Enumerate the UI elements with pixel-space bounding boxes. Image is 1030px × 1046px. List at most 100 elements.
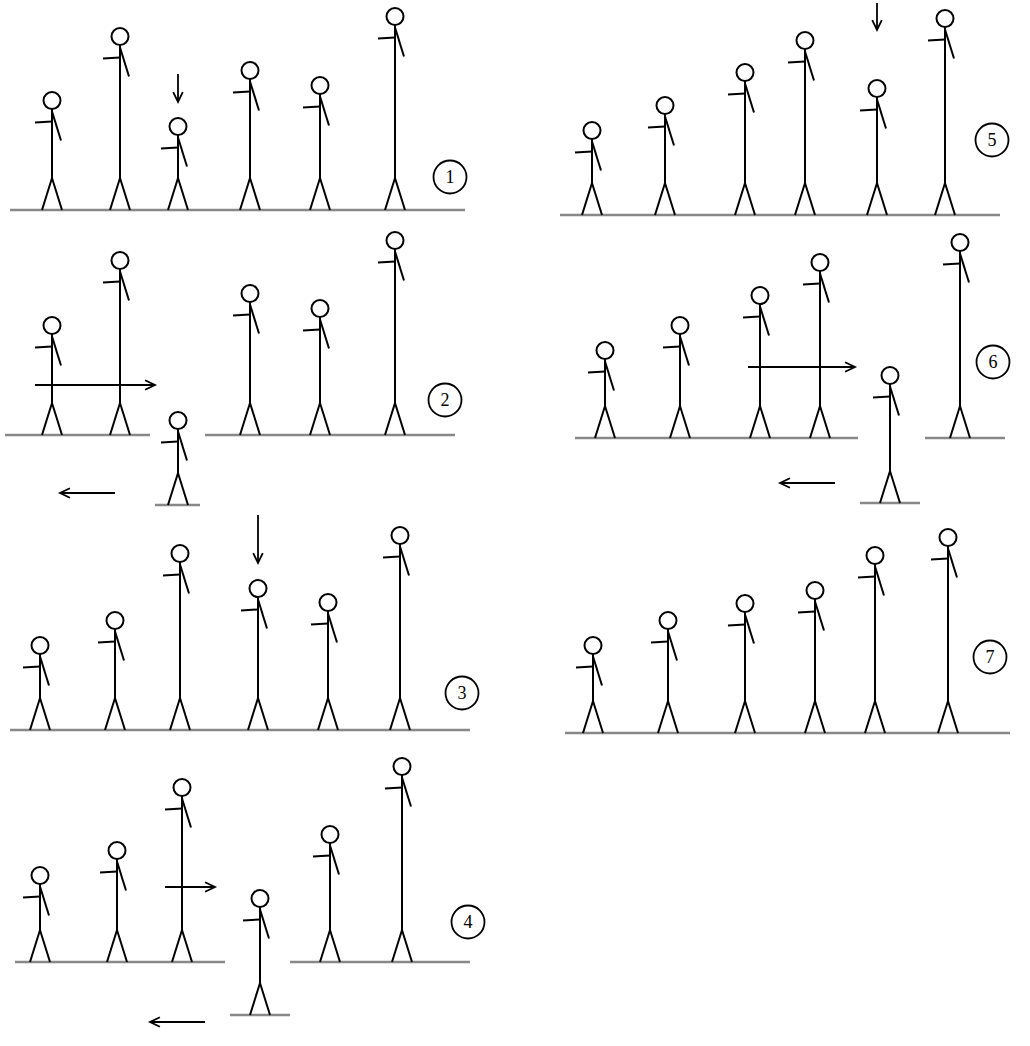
arm (593, 657, 602, 686)
arm (945, 30, 954, 59)
arm (115, 632, 124, 661)
body (664, 114, 666, 183)
legs (938, 701, 958, 733)
body (259, 907, 261, 983)
arm (931, 559, 948, 560)
ground-line (860, 502, 920, 505)
head (585, 637, 602, 654)
arm (378, 262, 395, 263)
arm (402, 778, 411, 807)
head (320, 594, 337, 611)
legs (595, 406, 615, 438)
arm (100, 872, 117, 873)
arm (23, 667, 40, 668)
legs (582, 183, 602, 215)
legs (172, 930, 192, 962)
legs (248, 698, 268, 730)
legs (385, 178, 405, 210)
head (107, 612, 124, 629)
body (181, 796, 183, 930)
legs (810, 406, 830, 438)
arm (233, 92, 250, 93)
step-number: 6 (989, 352, 998, 373)
step-number: 7 (986, 647, 995, 668)
head (387, 232, 404, 249)
head (322, 826, 339, 843)
stick-figure (98, 612, 125, 730)
stick-figures (23, 8, 970, 1015)
arm (400, 547, 409, 576)
head (32, 637, 49, 654)
body (959, 251, 961, 406)
body (249, 302, 251, 403)
move-arrow (748, 362, 855, 372)
stick-figure (303, 77, 330, 210)
head (112, 28, 129, 45)
body (119, 269, 121, 403)
arm (877, 100, 886, 129)
arm (161, 148, 178, 149)
ground-line (10, 209, 465, 212)
stick-figure (743, 287, 770, 438)
arm (328, 614, 337, 643)
stick-figure (663, 317, 690, 438)
legs (583, 701, 603, 733)
stick-figure (576, 637, 603, 733)
legs (735, 701, 755, 733)
move-arrow (165, 882, 215, 892)
legs (750, 406, 770, 438)
head (737, 64, 754, 81)
step-number-holder: 4 (450, 904, 486, 940)
head (812, 254, 829, 271)
head (660, 612, 677, 629)
arm (858, 577, 875, 578)
ground-line (10, 729, 470, 732)
stick-figure (103, 252, 130, 435)
stick-figure (313, 826, 340, 962)
head (252, 890, 269, 907)
arm (395, 252, 404, 281)
step-number: 3 (458, 683, 467, 704)
body (51, 334, 53, 403)
legs (168, 473, 188, 505)
stick-figure (103, 28, 130, 210)
arm (745, 615, 754, 644)
stick-figure (100, 842, 127, 962)
head (387, 8, 404, 25)
stick-figure (35, 92, 62, 210)
stick-figure (303, 300, 330, 435)
legs (110, 178, 130, 210)
stick-figure (243, 890, 270, 1015)
step-number-holder: 7 (972, 639, 1008, 675)
arm (52, 112, 61, 141)
legs (385, 403, 405, 435)
stick-figure (161, 118, 188, 210)
arm (313, 856, 330, 857)
stick-figure (23, 867, 50, 962)
arm (243, 920, 260, 921)
arm (680, 337, 689, 366)
stick-figure (233, 62, 260, 210)
move-arrow (35, 380, 155, 390)
legs (30, 698, 50, 730)
head (584, 122, 601, 139)
legs (110, 403, 130, 435)
step-number-circle: 4 (450, 904, 486, 940)
stick-figure (588, 342, 615, 438)
legs (42, 403, 62, 435)
arm (35, 347, 52, 348)
stick-figure (788, 32, 815, 215)
arm (241, 610, 258, 611)
head (250, 580, 267, 597)
step-number-circle: 3 (444, 675, 480, 711)
body (804, 49, 806, 183)
ground-line (575, 437, 858, 440)
stick-figure (575, 122, 602, 215)
arm (605, 362, 614, 391)
head (170, 412, 187, 429)
arm (161, 442, 178, 443)
arm (117, 862, 126, 891)
step-number-holder: 5 (974, 122, 1010, 158)
legs (795, 183, 815, 215)
arm (303, 107, 320, 108)
